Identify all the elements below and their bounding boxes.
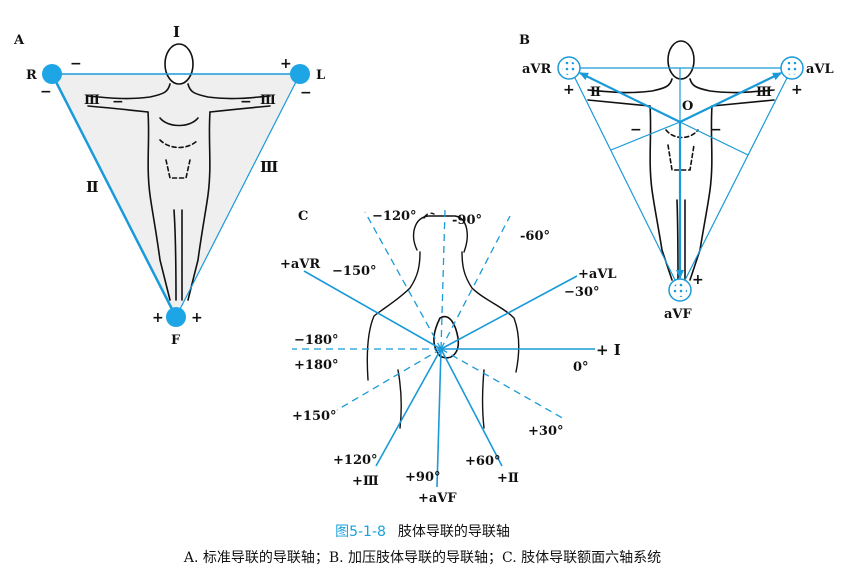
angle-m30: −30° [564,285,599,300]
avr-plus-sign: + [563,82,575,98]
r-top-sign: − [70,56,82,72]
lead-iii-label: +Ⅲ [352,474,379,489]
angle-m90: -90° [452,213,482,228]
figure-title: 肢体导联的导联轴 [397,524,510,540]
arm-mark-right: Ⅲ [756,85,772,100]
electrode-l [290,64,310,84]
lead-avf-label: +aVF [418,491,457,506]
bisector-left [610,121,681,151]
axis-avf [436,348,442,488]
panel-c-letter: C [298,209,308,224]
avl-axis-arrow [679,72,782,123]
r-bottom-sign: − [40,84,52,100]
bisector-right [679,121,749,156]
electrode-icon [557,56,581,80]
axis-m60-dashed [440,215,511,350]
arm-mark-left-sign: − [112,94,124,110]
electrode-r [42,64,62,84]
lead-ii-label: Ⅱ [86,178,99,196]
lead-iii-axis [175,73,301,318]
avr-avl-avf-triangle [569,67,793,292]
electrode-f [166,307,186,327]
right-neg-sign: − [710,122,722,138]
axis-p150-dashed [336,348,442,411]
l-top-sign: + [280,56,292,72]
lead-ii-axis [50,73,178,318]
figure-caption: 图5-1-8 肢体导联的导联轴 [0,521,845,541]
arm-mark-right-sign: − [240,94,252,110]
arm-mark-right-roman: Ⅲ [260,93,276,108]
angle-m180: −180° [294,333,339,348]
f-left-sign: + [152,310,164,326]
avf-label: aVF [664,307,693,322]
arm-mark-left: Ⅱ [590,85,601,100]
f-right-sign: + [191,310,203,326]
axis-lead-ii [440,348,503,467]
avf-plus-sign: + [692,272,704,288]
panel-a: A I R L F Ⅱ Ⅲ − − + − + + Ⅲ − Ⅲ − [13,23,325,348]
electrode-icon [780,56,804,80]
panel-a-letter: A [13,33,25,48]
l-bottom-sign: − [300,85,312,101]
angle-p60: +60° [465,454,500,469]
lead-i-label: I [173,23,180,41]
angle-p120: +120° [333,453,378,468]
figure-number: 图5-1-8 [335,524,386,540]
electrode-f-label: F [171,333,181,348]
angle-m120: −120° [372,209,417,224]
angle-p90: +90° [405,470,440,485]
avr-axis-arrow [579,72,681,123]
angle-m60: -60° [520,229,550,244]
electrode-icon [668,278,692,302]
left-neg-sign: − [630,122,642,138]
avr-label: aVR [522,62,552,77]
lead-i-label: + Ⅰ [596,341,621,359]
avl-label: aVL [806,62,834,77]
human-figure-icon [587,40,775,281]
arm-mark-left-roman: Ⅲ [84,93,100,108]
panel-b-letter: B [519,33,530,48]
axis-lead-iii [375,348,442,467]
angle-p30: +30° [528,424,563,439]
angle-p180: +180° [294,358,339,373]
figure-subtitle: A. 标准导联的导联轴；B. 加压肢体导联的导联轴；C. 肢体导联额面六轴系统 [183,550,662,566]
lead-avl-label: +aVL [578,267,617,282]
axis-avr [303,270,442,350]
center-o-label: O [682,99,693,114]
avl-plus-sign: + [791,82,803,98]
lead-ii-label: +Ⅱ [497,471,519,486]
panel-c: C −120° -90° -60° +aVR −150° +aVL −30° −… [280,209,621,506]
electrode-l-label: L [316,68,325,83]
axis-m120-dashed [364,211,442,350]
axes-solid [303,270,595,488]
lead-avr-label: +aVR [280,257,320,272]
panel-b: B aVR aVL aVF O + + + − − Ⅱ Ⅲ [519,33,834,322]
einthoven-triangle-fill [52,74,300,317]
lead-iii-label: Ⅲ [260,158,278,176]
axes-dashed [292,209,567,421]
angle-zero: 0° [573,360,589,375]
angle-p150: +150° [292,409,337,424]
electrode-r-label: R [26,68,37,83]
axis-avl [440,275,578,350]
angle-m150: −150° [332,264,377,279]
